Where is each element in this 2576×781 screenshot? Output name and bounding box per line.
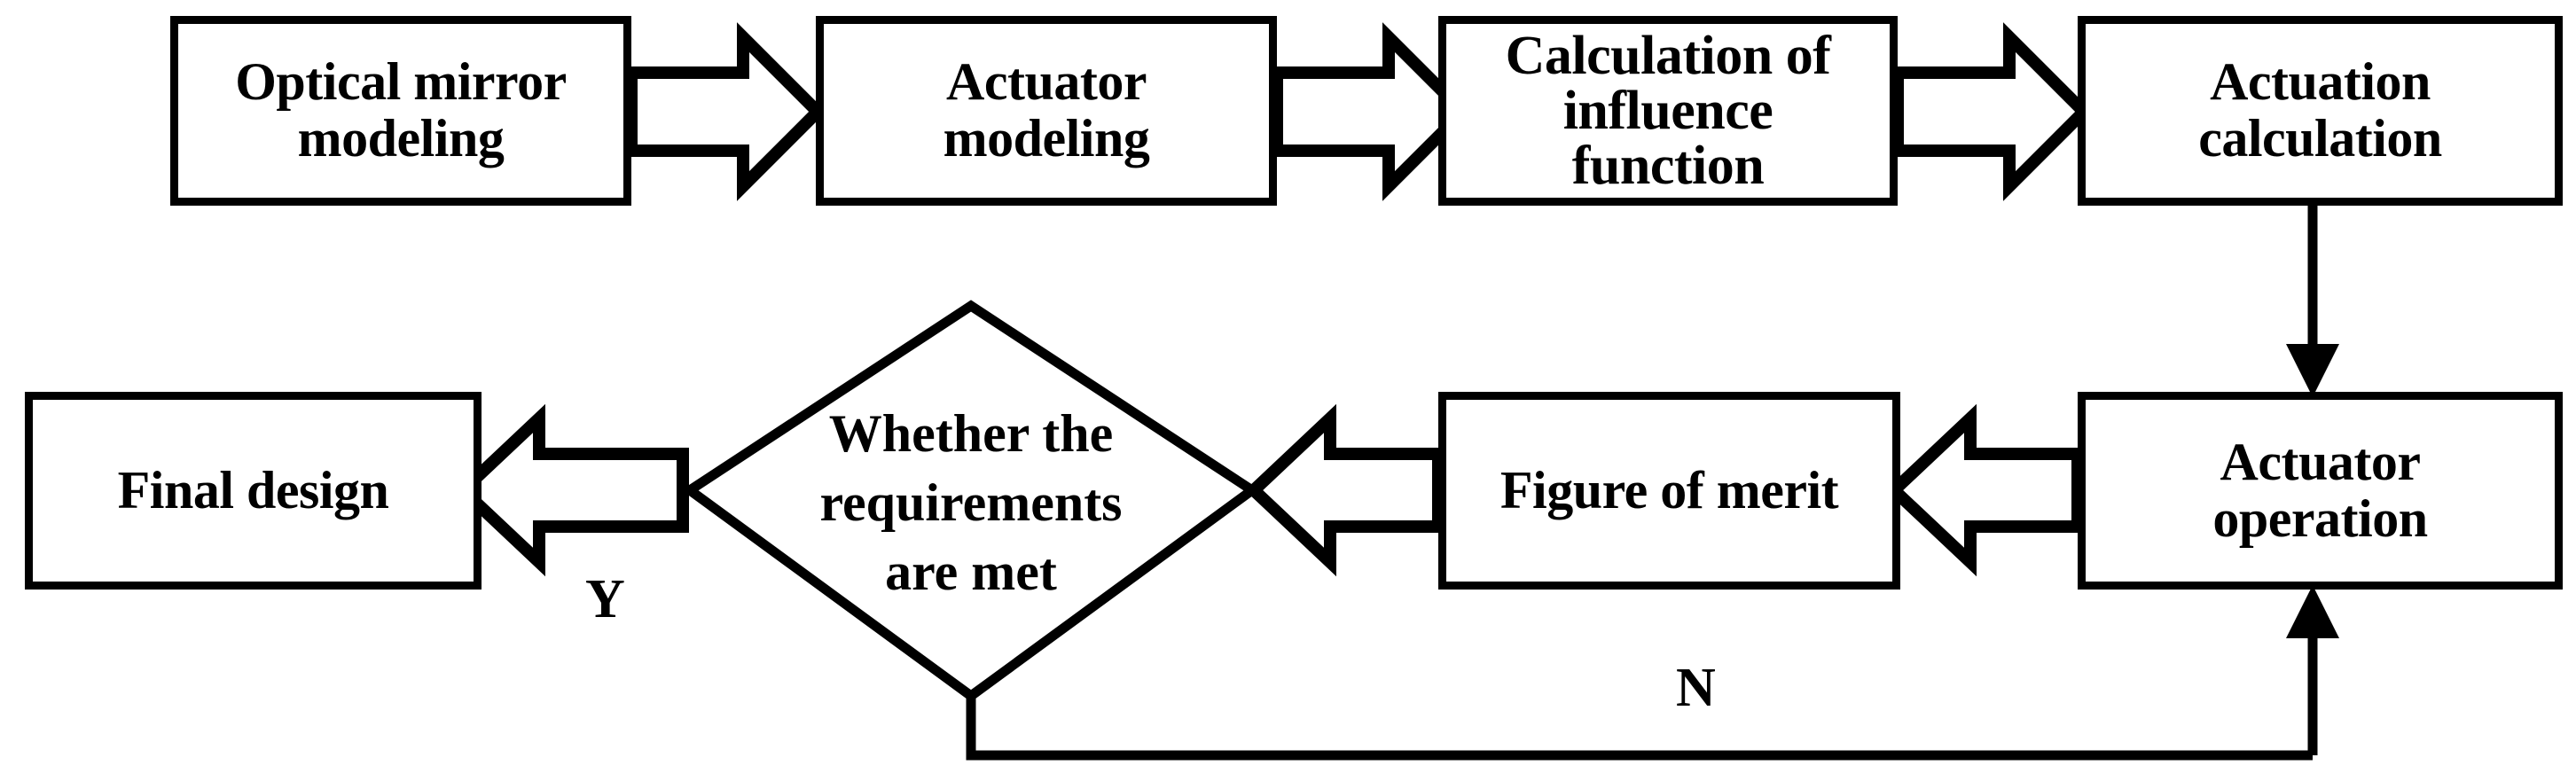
node-actuator-modeling[interactable]: Actuator modeling	[816, 16, 1277, 206]
node-label-final-design: Final design	[117, 460, 389, 519]
node-label-figure-of-merit: Figure of merit	[1499, 460, 1839, 519]
node-label-calculation-of-influence-function: Calculation of influence function	[1505, 26, 1831, 196]
edge-arrow-e6	[1244, 403, 1445, 577]
node-actuator-operation[interactable]: Actuator operation	[2078, 392, 2563, 590]
decision-diamond-shape	[681, 300, 1261, 702]
edge-arrow-e3	[1891, 22, 2093, 201]
edge-arrow-e5	[1884, 403, 2084, 577]
node-label-actuation-calculation: Actuation calculation	[2198, 52, 2442, 168]
edge-line-e8	[966, 696, 2313, 761]
node-calculation-of-influence-function[interactable]: Calculation of influence function	[1438, 16, 1898, 206]
node-label-optical-mirror-modeling: Optical mirror modeling	[235, 52, 567, 168]
edge-arrow-e1	[625, 22, 826, 201]
edge-arrow-e7	[453, 403, 689, 577]
node-label-actuator-modeling: Actuator modeling	[943, 52, 1150, 168]
edge-arrowhead-e4	[2286, 344, 2339, 397]
node-actuation-calculation[interactable]: Actuation calculation	[2078, 16, 2563, 206]
node-label-actuator-operation: Actuator operation	[2212, 432, 2428, 548]
edge-label-no-branch: N	[1676, 658, 1716, 718]
node-figure-of-merit[interactable]: Figure of merit	[1438, 392, 1900, 590]
node-final-design[interactable]: Final design	[25, 392, 482, 590]
edge-arrow-e2	[1271, 22, 1472, 201]
edge-arrowhead-e8	[2286, 585, 2339, 638]
node-optical-mirror-modeling[interactable]: Optical mirror modeling	[170, 16, 631, 206]
edge-label-yes-branch: Y	[585, 569, 625, 629]
